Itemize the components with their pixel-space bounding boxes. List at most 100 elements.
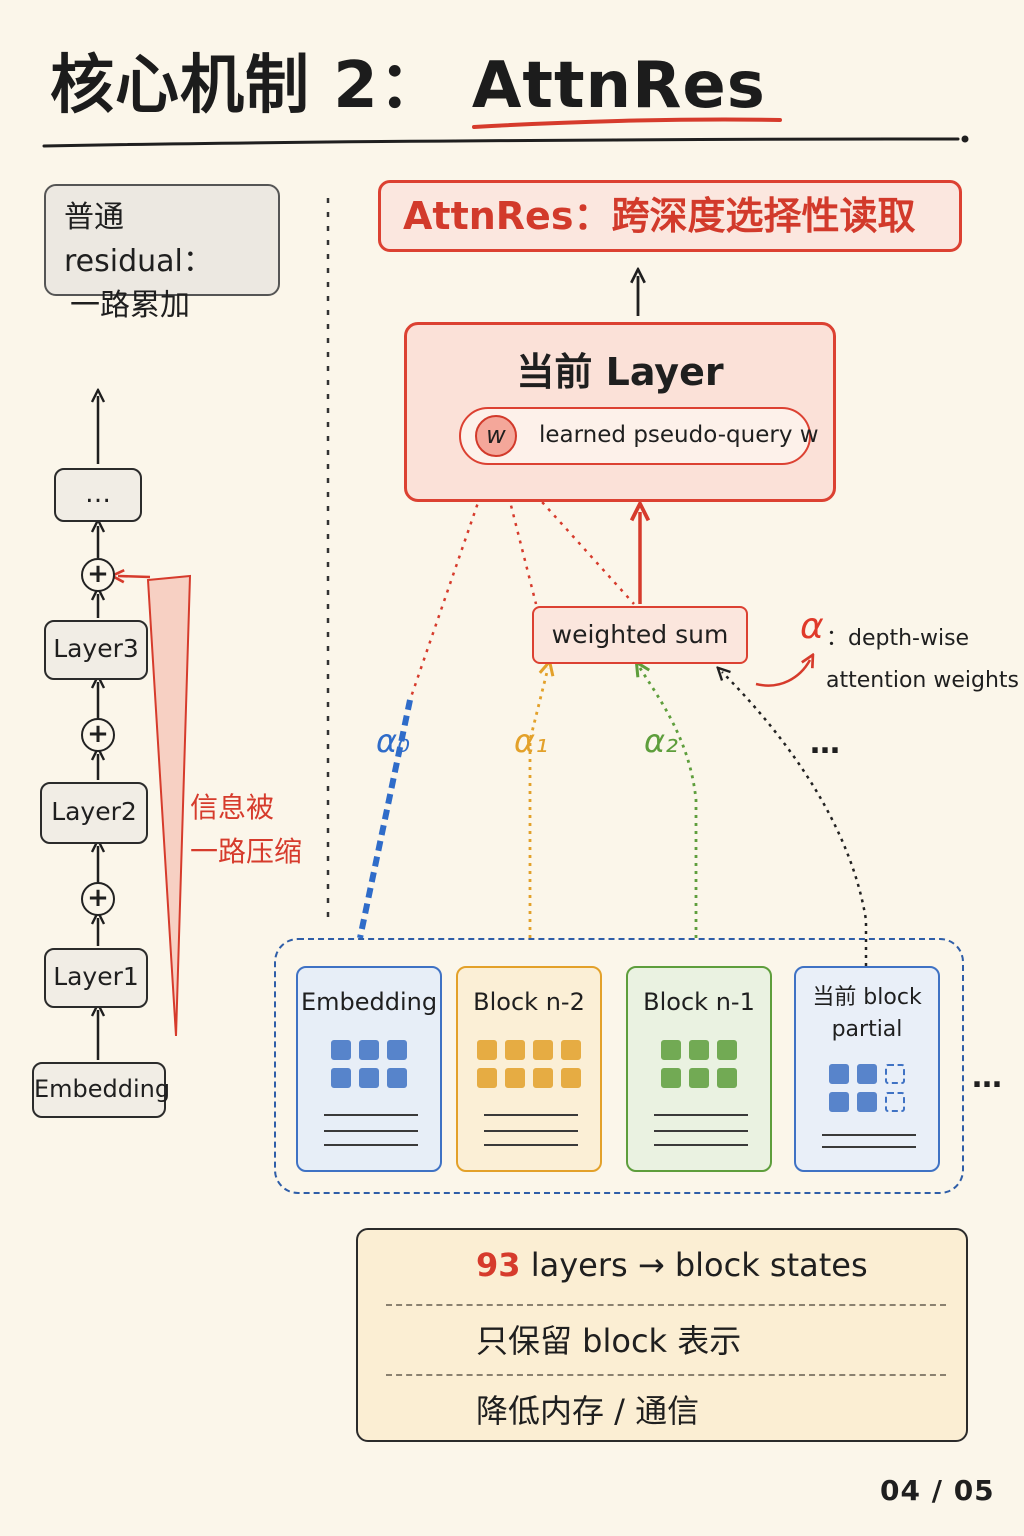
block-text-line (654, 1130, 748, 1132)
stack-layer1: Layer1 (44, 948, 148, 1008)
summary-divider-1 (386, 1304, 946, 1306)
block-states-frame (274, 938, 964, 1194)
block-cell (532, 1068, 553, 1088)
add-symbol-2: + (81, 718, 115, 752)
compression-label-line2: 一路压缩 (190, 835, 303, 868)
block-cell (358, 1040, 379, 1060)
page-number: 04 / 05 (880, 1474, 995, 1507)
w-symbol-circle: w (475, 415, 517, 457)
block-text-line (654, 1144, 748, 1146)
block-cell (330, 1068, 351, 1088)
block-cell (330, 1040, 351, 1060)
block-card-1: Block n-2 (456, 966, 602, 1172)
block-cell (828, 1092, 849, 1112)
block-card-title: Block n-2 (473, 988, 585, 1016)
block-card-title: 当前 block partial (812, 985, 922, 1042)
title-latin: AttnRes (471, 49, 766, 123)
page-title: 核心机制 2： AttnRes (50, 44, 766, 128)
block-card-title: Embedding (300, 988, 438, 1016)
layers-icon (386, 1248, 446, 1296)
alpha1-label: α₁ (514, 722, 548, 760)
title-rule (42, 137, 960, 148)
add-symbol-3: + (81, 558, 115, 592)
summary-row-memory-text: 降低内存 / 通信 (476, 1392, 700, 1430)
title-rule-dot (961, 135, 969, 143)
block-text-line (324, 1144, 418, 1146)
block-card-2: Block n-1 (626, 966, 772, 1172)
antenna-icon (386, 1388, 446, 1436)
block-cell (660, 1040, 681, 1060)
alpha2-label: α₂ (644, 722, 678, 760)
block-cell-empty (884, 1064, 905, 1084)
block-cell (856, 1092, 877, 1112)
block-cell (476, 1040, 497, 1060)
block-card-0: Embedding (296, 966, 442, 1172)
block-cell (688, 1040, 709, 1060)
summary-row-block-repr: 只保留 block 表示 (358, 1306, 966, 1372)
block-cell (476, 1068, 497, 1088)
current-layer-box: 当前 Layer w learned pseudo-query w (404, 322, 836, 502)
block-cell (716, 1068, 737, 1088)
more-alphas-ellipsis: … (810, 726, 842, 761)
block-text-line (324, 1130, 418, 1132)
block-cell (504, 1068, 525, 1088)
block-cell (716, 1040, 737, 1060)
alpha0-label: α₀ (376, 722, 410, 760)
alpha-description-line1: ：depth-wise (826, 626, 970, 651)
alpha-annotation-arrow (755, 660, 810, 687)
alpha-description-line2: attention weights (826, 668, 1019, 693)
summary-row-layers: 93 layers → block states (358, 1236, 966, 1302)
compression-wedge (146, 574, 192, 1037)
block-cell (386, 1040, 407, 1060)
block-card-title: Block n-1 (643, 988, 755, 1016)
compression-label-line1: 信息被 (190, 791, 275, 824)
summary-divider-2 (386, 1374, 946, 1376)
stack-layer2: Layer2 (40, 782, 148, 844)
residual-note-line2: 一路累加 (70, 288, 190, 323)
layer-count-text: layers → block states (520, 1246, 868, 1284)
summary-panel: 93 layers → block states 只保留 block 表示 降低… (356, 1228, 968, 1442)
pseudo-query-label: learned pseudo-query w (539, 422, 819, 448)
compression-arrow (118, 576, 151, 577)
block-cell (504, 1040, 525, 1060)
current-layer-title: 当前 Layer (516, 350, 724, 394)
alpha-description: ：depth-wise attention weights (826, 618, 1019, 702)
block-text-line (324, 1114, 418, 1116)
title-cn: 核心机制 2： (50, 49, 444, 123)
residual-note-line1: 普通 residual： (64, 200, 213, 279)
document-icon (386, 1318, 446, 1366)
weighted-sum-box: weighted sum (532, 606, 748, 664)
block-cell (386, 1068, 407, 1088)
residual-note: 普通 residual： 一路累加 (44, 184, 280, 323)
block-text-line (484, 1144, 578, 1146)
block-text-line (822, 1134, 916, 1136)
attnres-banner: AttnRes：跨深度选择性读取 (378, 180, 962, 252)
block-text-line (654, 1114, 748, 1116)
summary-row-layers-text: 93 layers → block states (476, 1246, 868, 1284)
block-cell (660, 1068, 681, 1088)
block-text-line (484, 1114, 578, 1116)
stack-layer3: Layer3 (44, 620, 148, 680)
block-text-line (822, 1146, 916, 1148)
layer-count: 93 (476, 1246, 521, 1284)
block-cell (560, 1040, 581, 1060)
block-cell (532, 1040, 553, 1060)
add-symbol-1: + (81, 882, 115, 916)
block-cell (358, 1068, 379, 1088)
alpha1-connector (528, 668, 548, 938)
summary-row-block-repr-text: 只保留 block 表示 (476, 1322, 742, 1360)
summary-row-memory: 降低内存 / 通信 (358, 1376, 966, 1442)
block-cell-empty (884, 1092, 905, 1112)
pseudo-query-pill: w learned pseudo-query w (459, 407, 819, 465)
block-card-3: 当前 block partial (794, 966, 940, 1172)
stack-ellipsis-box: … (54, 468, 142, 522)
more-blocks-ellipsis: … (972, 1060, 1004, 1095)
block-cell (560, 1068, 581, 1088)
block-cell (856, 1064, 877, 1084)
block-text-line (484, 1130, 578, 1132)
compression-label: 信息被 一路压缩 (190, 786, 302, 874)
alpha2-connector (640, 668, 698, 938)
block-cell (828, 1064, 849, 1084)
alpha-symbol: α (800, 606, 824, 647)
current-block-connector (722, 672, 868, 966)
